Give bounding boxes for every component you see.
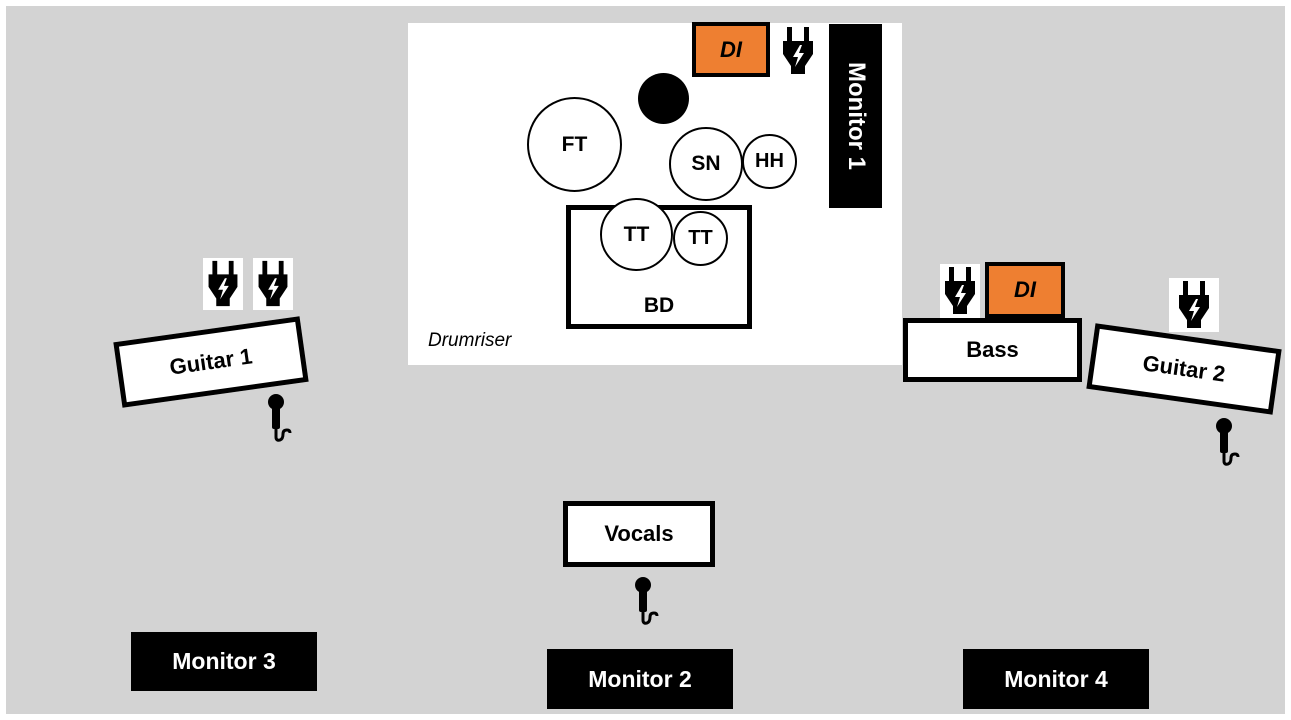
tom-1-label: TT: [623, 222, 650, 246]
monitor-3: Monitor 3: [131, 632, 317, 691]
monitor-3-label: Monitor 3: [172, 648, 276, 674]
guitar-2-label: Guitar 2: [1141, 350, 1227, 387]
tom-2-label: TT: [688, 227, 713, 249]
snare-label: SN: [691, 152, 721, 175]
bass-drum: BD: [566, 205, 752, 329]
floor-tom-label: FT: [561, 132, 588, 156]
cymbal-icon: [638, 73, 689, 124]
floor-tom: FT: [527, 97, 622, 192]
tom-2: TT: [673, 211, 728, 266]
tom-1: TT: [600, 198, 673, 271]
bass-amp: Bass: [903, 318, 1082, 382]
power-plug-icon: [1169, 278, 1219, 332]
bass-di-box: DI: [985, 262, 1065, 318]
drum-di-box: DI: [692, 22, 770, 77]
drum-riser-label: Drumriser: [428, 330, 512, 351]
hi-hat-label: HH: [755, 150, 784, 172]
power-plug-icon: [203, 258, 243, 310]
power-plug-icon: [940, 264, 980, 318]
guitar-1-label: Guitar 1: [168, 343, 254, 380]
monitor-4: Monitor 4: [963, 649, 1149, 709]
bass-drum-label: BD: [643, 294, 675, 317]
monitor-2-label: Monitor 2: [588, 665, 692, 692]
monitor-1: Monitor 1: [829, 24, 882, 208]
drum-di-label: DI: [720, 36, 742, 62]
monitor-1-label: Monitor 1: [842, 62, 870, 170]
snare-drum: SN: [669, 127, 743, 201]
microphone-icon: [268, 394, 292, 442]
vocals-label: Vocals: [604, 521, 674, 546]
monitor-2: Monitor 2: [547, 649, 733, 709]
power-plug-icon: [778, 24, 818, 78]
microphone-icon: [1216, 418, 1240, 466]
bass-label: Bass: [966, 337, 1019, 362]
monitor-4-label: Monitor 4: [1004, 665, 1108, 692]
bass-di-label: DI: [1014, 277, 1036, 302]
hi-hat: HH: [742, 134, 797, 189]
power-plug-icon: [253, 258, 293, 310]
microphone-icon: [635, 577, 659, 625]
vocals-position: Vocals: [563, 501, 715, 567]
